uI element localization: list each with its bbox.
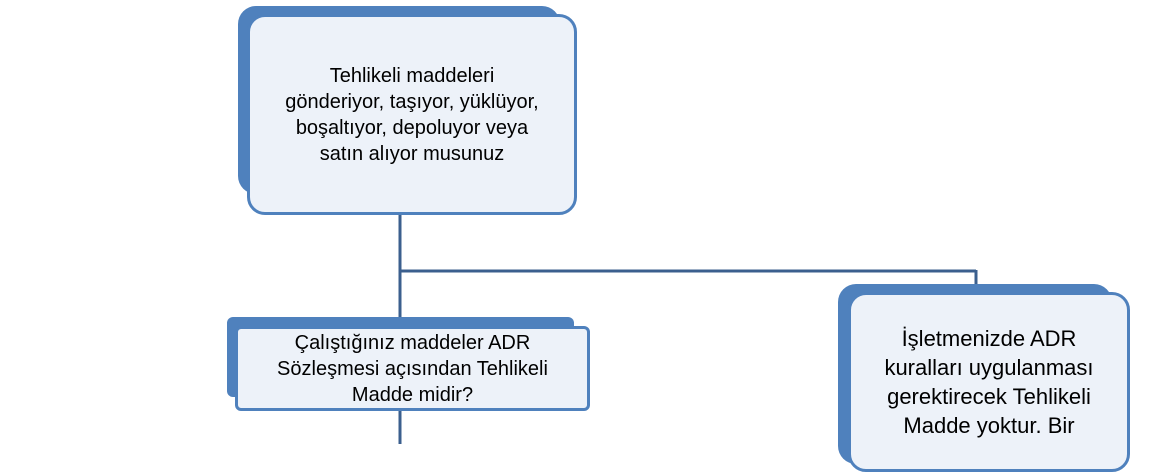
left-node-text: Çalıştığınız maddeler ADR Sözleşmesi açı… <box>277 331 548 406</box>
left-decision-node: Çalıştığınız maddeler ADR Sözleşmesi açı… <box>235 326 590 411</box>
right-node-text: İşletmenizde ADR kuralları uygulanması g… <box>884 326 1094 438</box>
top-node-text: Tehlikeli maddeleri gönderiyor, taşıyor,… <box>285 64 539 165</box>
top-decision-node: Tehlikeli maddeleri gönderiyor, taşıyor,… <box>247 14 577 215</box>
right-result-node: İşletmenizde ADR kuralları uygulanması g… <box>848 292 1130 472</box>
